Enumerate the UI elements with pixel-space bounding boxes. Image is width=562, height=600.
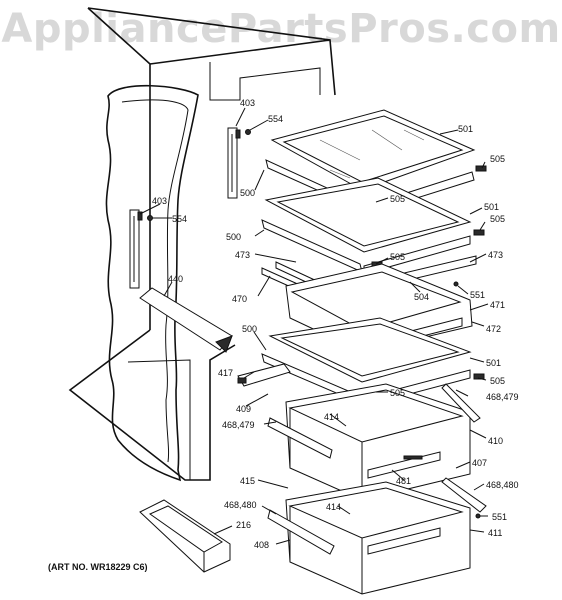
label-473-right: 473 (488, 250, 503, 260)
label-500-lower: 500 (242, 324, 257, 334)
label-554-lower: 554 (172, 214, 187, 224)
label-216: 216 (236, 520, 251, 530)
label-501-lower: 501 (486, 358, 501, 368)
screws-554 (147, 129, 251, 221)
label-501-upper: 501 (458, 124, 473, 134)
label-500-upper: 500 (240, 188, 255, 198)
drawer-408 (285, 481, 471, 595)
label-414-upper: 414 (324, 412, 339, 422)
label-471: 471 (490, 300, 505, 310)
cabinet-outline (68, 7, 336, 481)
label-407: 407 (472, 458, 487, 468)
shelf-support-403-lower (129, 209, 143, 289)
label-409: 409 (236, 404, 251, 414)
glass-shelf-2 (261, 177, 485, 275)
label-468-480-left: 468,480 (224, 500, 257, 510)
label-505-upper-mid: 505 (390, 194, 405, 204)
label-415: 415 (240, 476, 255, 486)
label-505-lower-center: 505 (390, 388, 405, 398)
label-505-mid-center: 505 (390, 252, 405, 262)
label-504: 504 (414, 292, 429, 302)
drawer-407 (285, 383, 471, 501)
door-gasket (105, 84, 199, 482)
bin-216 (139, 499, 231, 573)
label-501-mid: 501 (484, 202, 499, 212)
label-500-mid: 500 (226, 232, 241, 242)
label-411: 411 (488, 528, 502, 538)
label-410: 410 (488, 436, 503, 446)
leader-lines (139, 107, 489, 545)
label-403-lower: 403 (152, 196, 167, 206)
label-468-480-right: 468,480 (486, 480, 519, 490)
label-403-upper: 403 (240, 98, 255, 108)
label-505-upper-right: 505 (490, 154, 505, 164)
label-468-479-left: 468,479 (222, 420, 255, 430)
label-417: 417 (218, 368, 233, 378)
part-labels: 403 554 500 501 505 505 403 554 500 501 … (152, 98, 519, 550)
art-number: (ART NO. WR18229 C6) (48, 562, 148, 572)
label-551-upper: 551 (470, 290, 485, 300)
label-473-left: 473 (235, 250, 250, 260)
shelf-support-403-upper (227, 127, 241, 199)
label-481: 481 (396, 476, 411, 486)
label-440: 440 (168, 274, 183, 284)
label-468-479-right: 468,479 (486, 392, 519, 402)
label-414-lower: 414 (326, 502, 341, 512)
label-472: 472 (486, 324, 501, 334)
rails-468-480 (267, 477, 487, 555)
label-408: 408 (254, 540, 269, 550)
label-551-lower: 551 (492, 512, 507, 522)
label-470: 470 (232, 294, 247, 304)
label-505-lower-right: 505 (490, 376, 505, 386)
label-505-mid-right: 505 (490, 214, 505, 224)
label-554-upper: 554 (268, 114, 283, 124)
